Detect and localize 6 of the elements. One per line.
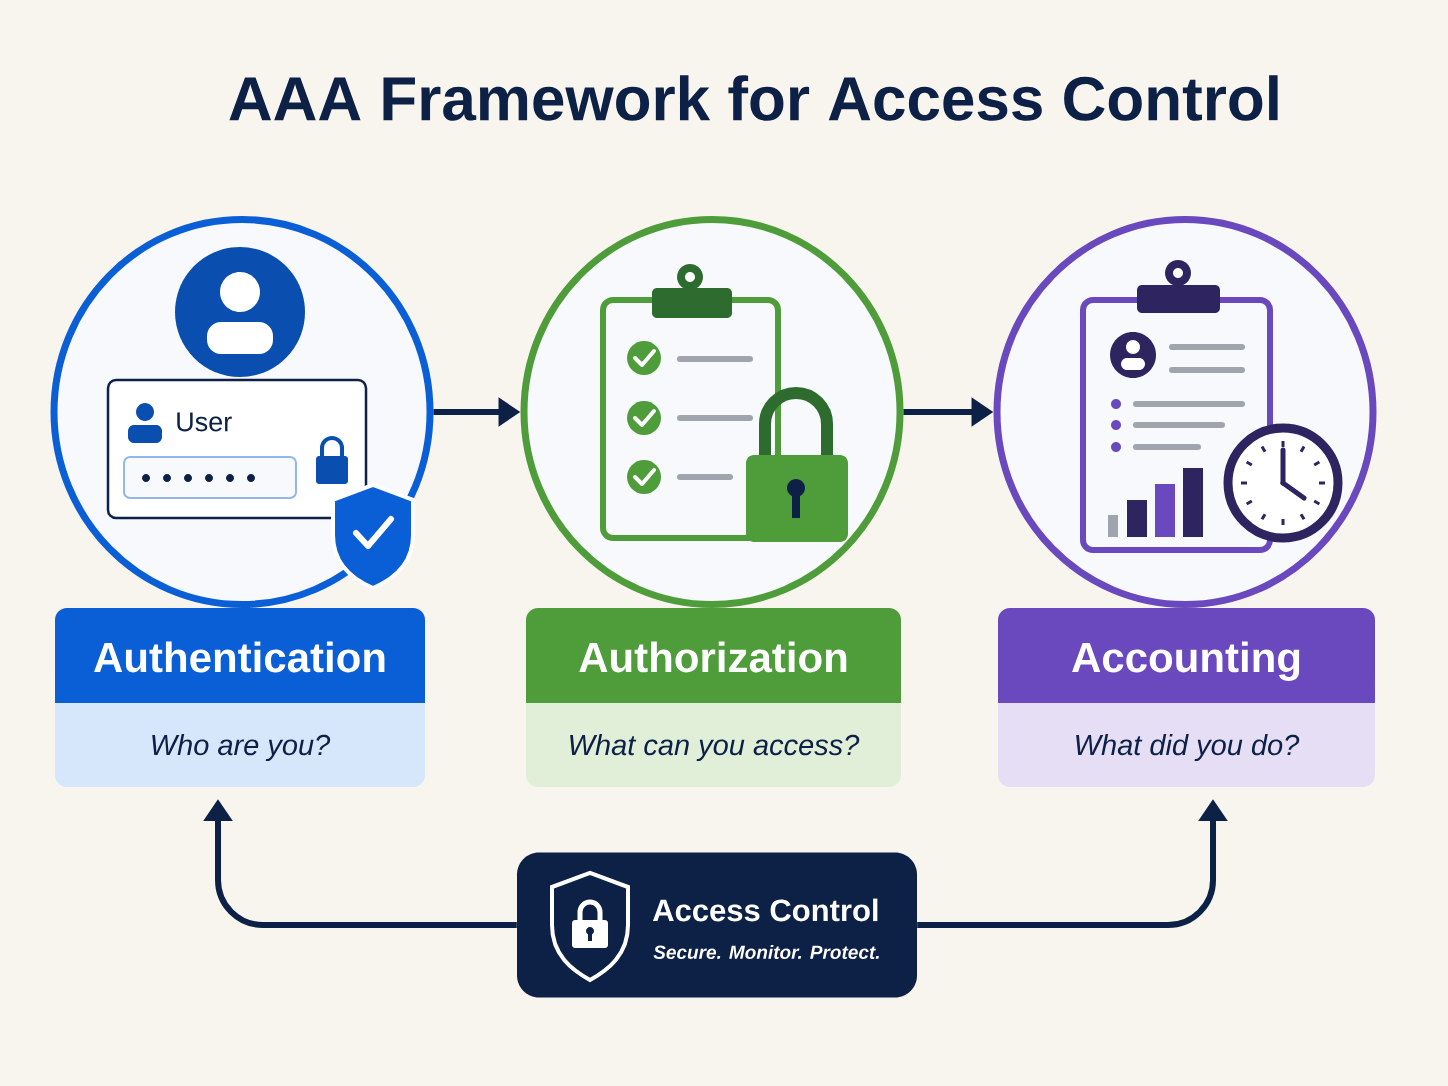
label-card: Authorization What can you access? [526,608,901,787]
label-card: Accounting What did you do? [998,608,1375,787]
title: AAA Framework for Access Control [229,75,1278,121]
label-box: Access Control Secure. Monitor. Protect. [517,852,917,998]
label-card: Authentication Who are you? [55,608,425,787]
field-label: User [177,412,232,432]
